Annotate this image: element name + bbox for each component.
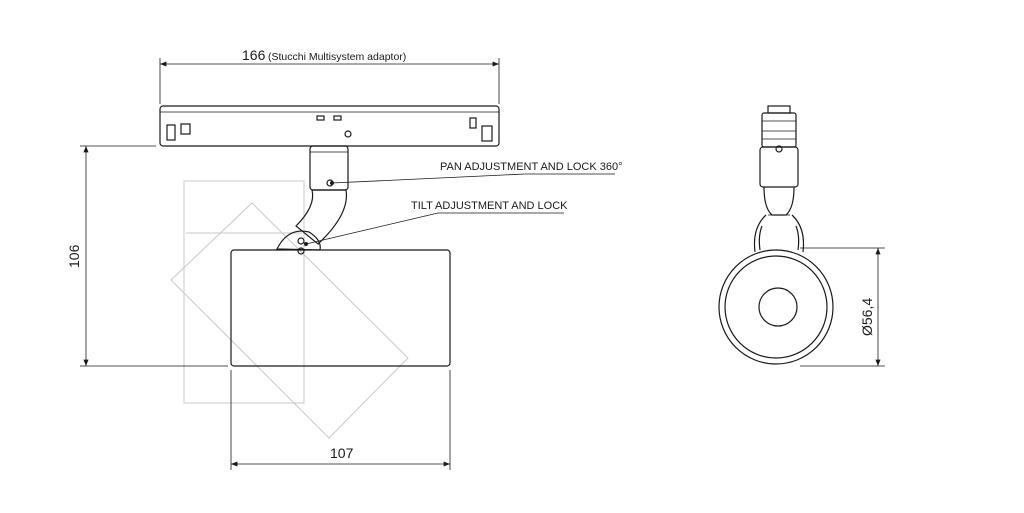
width-note-label: (Stucchi Multisystem adaptor): [268, 51, 406, 63]
diameter-dimension: Ø56,4: [800, 247, 885, 367]
width-value-label: 166: [242, 47, 266, 63]
length-value-label: 107: [330, 445, 354, 461]
width-dimension: 166 (Stucchi Multisystem adaptor): [159, 47, 500, 104]
height-dimension: 106: [66, 145, 228, 367]
ghost-tilt-positions: [170, 180, 409, 439]
pan-callout-label: PAN ADJUSTMENT AND LOCK 360°: [440, 161, 623, 173]
front-adaptor: [761, 105, 797, 148]
diameter-value-label: Ø56,4: [859, 298, 875, 336]
front-stem: [759, 145, 799, 216]
spot-body: [230, 249, 451, 367]
front-lens: [718, 249, 834, 365]
tilt-callout-label: TILT ADJUSTMENT AND LOCK: [411, 200, 568, 212]
height-value-label: 106: [66, 244, 82, 268]
pan-callout: PAN ADJUSTMENT AND LOCK 360°: [330, 161, 623, 185]
length-dimension: 107: [230, 370, 451, 470]
tilt-callout: TILT ADJUSTMENT AND LOCK: [304, 200, 568, 246]
adaptor: [159, 105, 500, 147]
tilt-arm: [295, 189, 348, 245]
side-view: PAN ADJUSTMENT AND LOCK 360° TILT ADJUST…: [66, 47, 623, 470]
tilt-knuckle: [276, 230, 321, 255]
pan-joint: [309, 145, 349, 191]
front-view: Ø56,4: [718, 105, 885, 367]
front-yoke: [753, 214, 805, 253]
